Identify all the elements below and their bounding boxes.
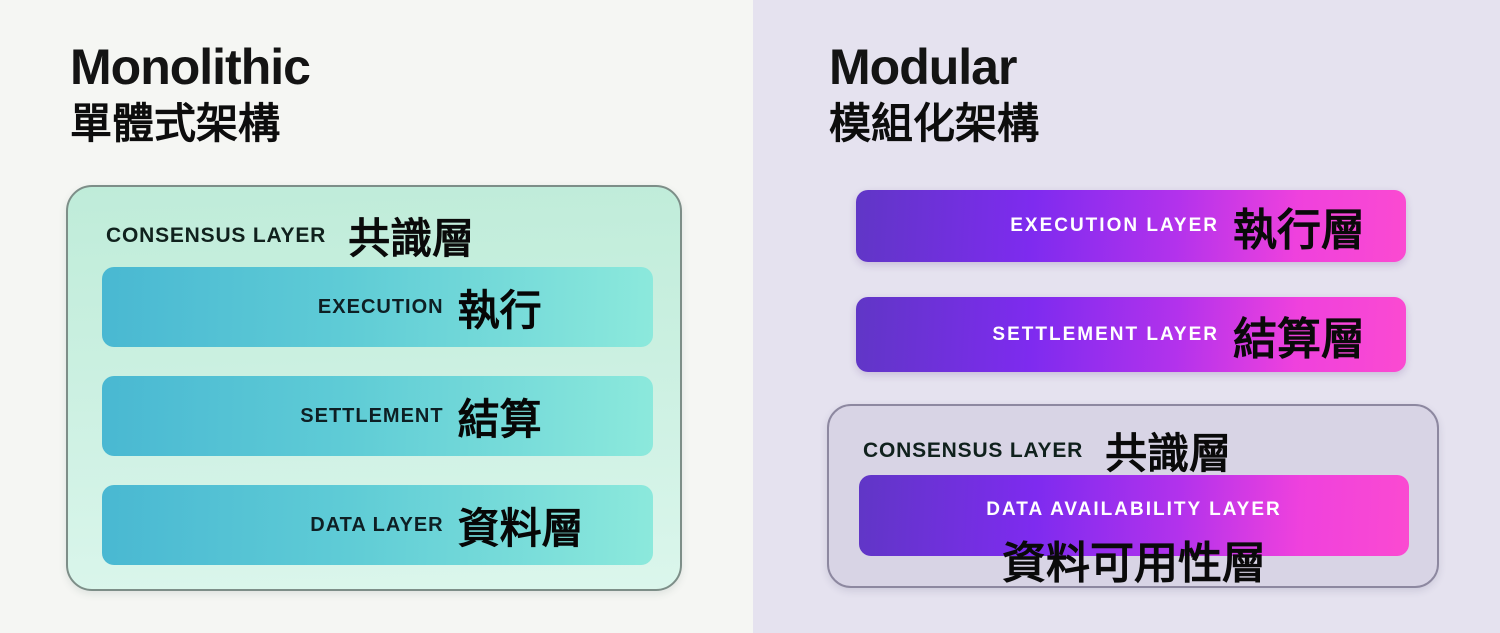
- execution-label: EXECUTION: [317, 295, 444, 318]
- data-availability-layer-label: DATA AVAILABILITY LAYER: [986, 499, 1282, 520]
- modular-panel: Modular 模組化架構 EXECUTION LAYER 執行層 SETTLE…: [753, 0, 1500, 633]
- data-layer-label: DATA LAYER: [310, 513, 444, 536]
- modular-consensus-container: CONSENSUS LAYER 共識層 DATA AVAILABILITY LA…: [827, 404, 1439, 588]
- monolithic-subtitle: 單體式架構: [70, 100, 281, 147]
- modular-subtitle: 模組化架構: [829, 100, 1040, 147]
- monolithic-panel: Monolithic 單體式架構 CONSENSUS LAYER 共識層 EXE…: [66, 39, 682, 591]
- execution-zh: 執行: [457, 286, 542, 334]
- monolithic-title: Monolithic: [70, 39, 311, 95]
- data-layer-zh: 資料層: [457, 504, 584, 552]
- execution-layer-bar: EXECUTION LAYER 執行層: [856, 190, 1406, 262]
- consensus-layer-zh: 共識層: [1105, 430, 1232, 477]
- execution-layer-zh: 執行層: [1233, 206, 1365, 255]
- execution-layer-box: EXECUTION 執行: [102, 267, 653, 347]
- monolithic-consensus-container: CONSENSUS LAYER 共識層 EXECUTION 執行 SETTLEM…: [66, 185, 682, 591]
- settlement-label: SETTLEMENT: [300, 404, 444, 427]
- settlement-layer-box: SETTLEMENT 結算: [102, 376, 653, 456]
- monolithic-consensus-header: CONSENSUS LAYER 共識層: [106, 205, 474, 266]
- data-layer-box: DATA LAYER 資料層: [102, 485, 653, 565]
- modular-title: Modular: [829, 39, 1017, 95]
- data-availability-layer-bar: DATA AVAILABILITY LAYER 資料可用性層: [859, 475, 1409, 588]
- monolithic-title-block: Monolithic 單體式架構: [70, 39, 311, 149]
- consensus-layer-label: CONSENSUS LAYER: [106, 223, 327, 247]
- execution-layer-label: EXECUTION LAYER: [1010, 215, 1219, 236]
- modular-title-block: Modular 模組化架構: [829, 40, 1039, 149]
- data-availability-layer-zh: 資料可用性層: [1002, 539, 1266, 588]
- consensus-layer-zh: 共識層: [348, 215, 475, 262]
- consensus-layer-label: CONSENSUS LAYER: [863, 438, 1084, 462]
- settlement-zh: 結算: [457, 395, 542, 443]
- settlement-layer-bar: SETTLEMENT LAYER 結算層: [856, 297, 1406, 372]
- settlement-layer-zh: 結算層: [1233, 314, 1365, 364]
- settlement-layer-label: SETTLEMENT LAYER: [992, 323, 1219, 345]
- modular-consensus-header: CONSENSUS LAYER 共識層: [863, 420, 1231, 481]
